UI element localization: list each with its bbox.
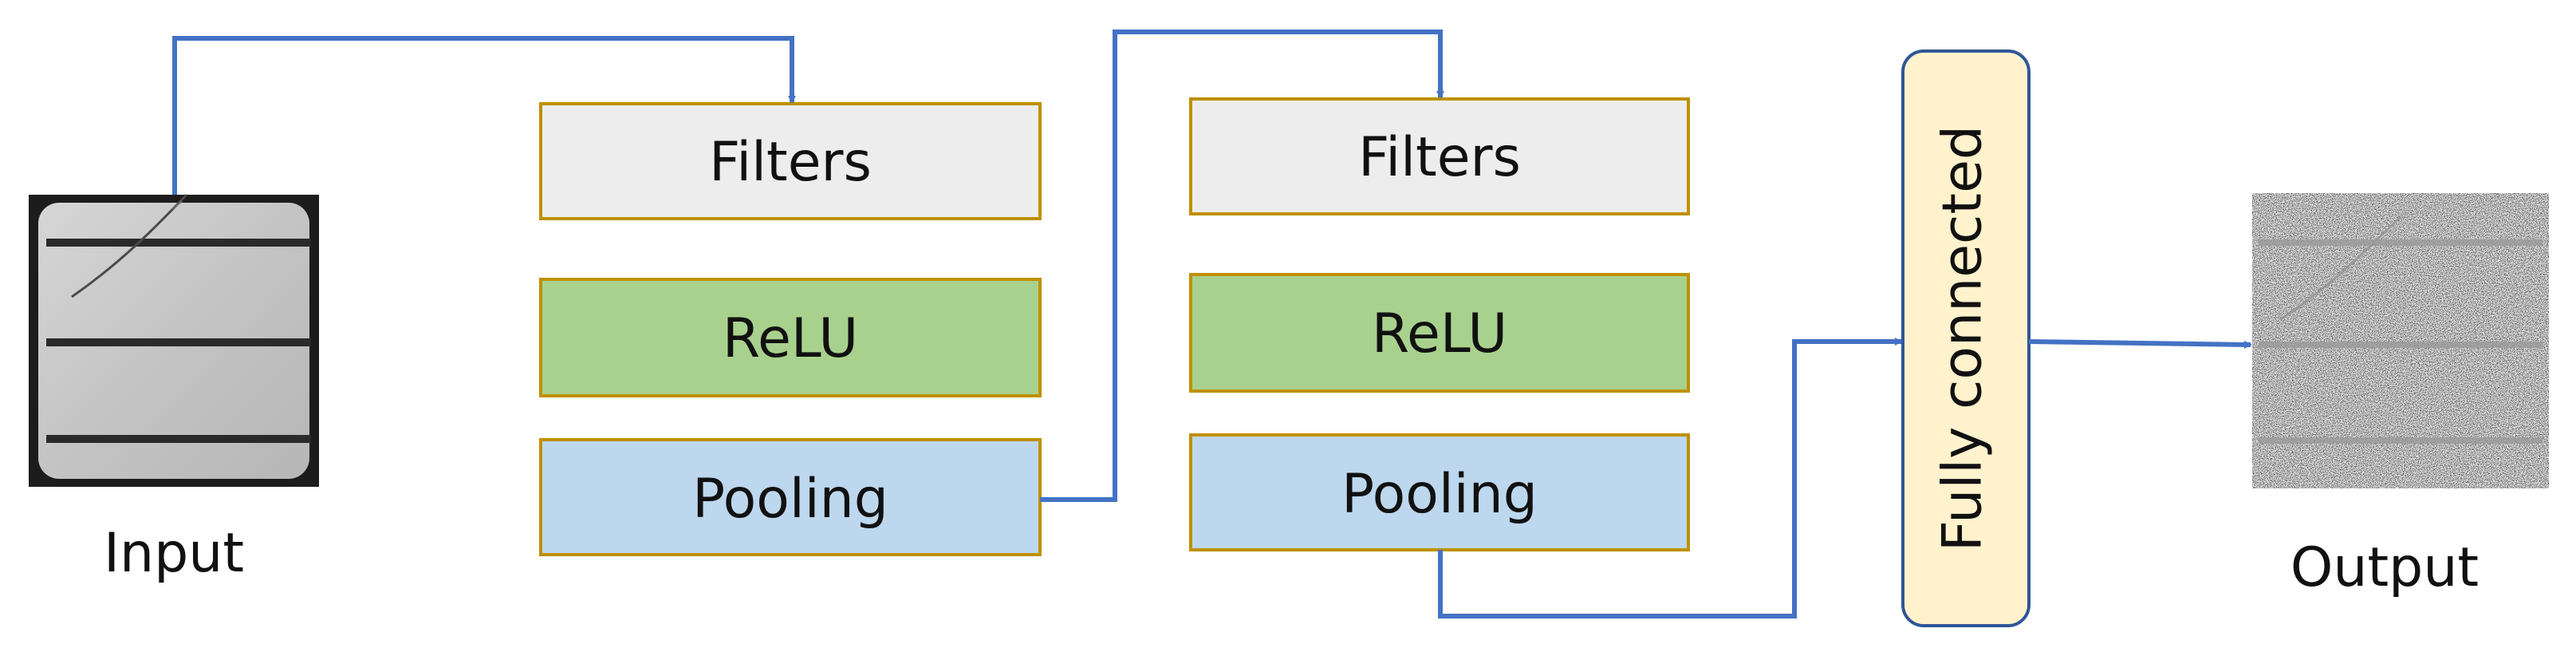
block-1-relu-label: ReLU: [723, 307, 858, 370]
connector-fc-to-output: [2028, 339, 2252, 349]
block-2-filters-label: Filters: [1358, 126, 1521, 189]
block-1-filters-box: [539, 102, 1042, 220]
block-2-relu-label: ReLU: [1372, 302, 1507, 366]
block-1-pooling-box: [539, 438, 1042, 556]
connector-input-to-block-1: [172, 36, 796, 195]
block-2-relu-box: [1189, 273, 1690, 393]
fully-connected-layer: Fully connected: [1901, 49, 2030, 627]
conv-block-1: Filters ReLU Pooling: [539, 102, 1042, 556]
fully-connected-box: [1901, 49, 2030, 627]
block-2-filters-box: [1189, 97, 1690, 215]
output-label: Output: [2290, 536, 2479, 599]
block-1-pooling-label: Pooling: [692, 468, 888, 531]
input-label: Input: [104, 522, 244, 585]
fully-connected-label: Fully connected: [1932, 125, 1995, 551]
block-1-filters-label: Filters: [709, 131, 872, 194]
output-map-image: [2252, 193, 2549, 488]
conv-block-2: Filters ReLU Pooling: [1189, 97, 1690, 551]
block-2-pooling-label: Pooling: [1341, 463, 1538, 526]
connector-block-1-to-block-2: [1040, 30, 1444, 502]
connector-block-2-to-fc: [1438, 338, 1903, 618]
input-cell-image: [29, 193, 319, 487]
block-1-relu-box: [539, 278, 1042, 397]
